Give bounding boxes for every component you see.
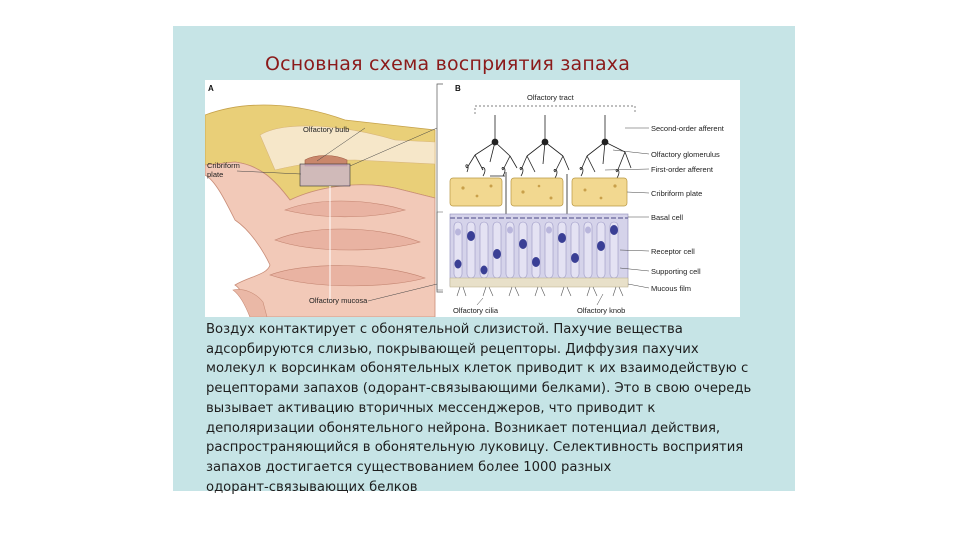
- label-olfactory-knob: Olfactory knob: [577, 306, 625, 315]
- description-line: вызывает активацию вторичных мессенджеро…: [206, 399, 786, 419]
- tract-bracket: [475, 106, 635, 114]
- cribriform-plate-blocks: [450, 172, 627, 214]
- label-cribriform-1: Cribriform: [207, 161, 240, 170]
- mucosa-highlight-box: [300, 164, 350, 186]
- description-line: адсорбируются слизью, покрывающей рецепт…: [206, 340, 786, 360]
- description-line: одорант-связывающих белков: [206, 478, 786, 498]
- panel-a: A Olfactory bulb Cribriform plate Ol: [205, 84, 437, 317]
- label-olfactory-cilia: Olfactory cilia: [453, 306, 499, 315]
- label-first-order-afferent: First-order afferent: [651, 165, 714, 174]
- label-mucous-film: Mucous film: [651, 284, 691, 293]
- olfaction-diagram: A Olfactory bulb Cribriform plate Ol: [205, 80, 740, 317]
- label-basal-cell: Basal cell: [651, 213, 683, 222]
- olfaction-diagram-svg: A Olfactory bulb Cribriform plate Ol: [205, 80, 740, 317]
- mitral-cell-2: [520, 115, 569, 178]
- description-line: распространяющийся в обонятельную лукови…: [206, 438, 786, 458]
- panel-b-bracket: [437, 84, 443, 292]
- panel-b: B Olfactory tract: [437, 84, 725, 315]
- olfactory-epithelium: [450, 214, 628, 296]
- description-line: деполяризации обонятельного нейрона. Воз…: [206, 419, 786, 439]
- label-cribriform-plate: Cribriform plate: [651, 189, 702, 198]
- label-olfactory-mucosa: Olfactory mucosa: [309, 296, 368, 305]
- mitral-cell-3: [580, 115, 631, 178]
- slide-title: Основная схема восприятия запаха: [265, 53, 735, 75]
- description-line: молекул к ворсинкам обонятельных клеток …: [206, 359, 786, 379]
- description-text: Воздух контактирует с обонятельной слизи…: [206, 320, 786, 497]
- epithelium-bracket: [437, 212, 443, 290]
- label-olfactory-bulb: Olfactory bulb: [303, 125, 349, 134]
- mitral-cell-1: [466, 115, 517, 176]
- label-olfactory-glomerulus: Olfactory glomerulus: [651, 150, 720, 159]
- label-cribriform-2: plate: [207, 170, 223, 179]
- mitral-cells: [466, 115, 631, 178]
- label-second-order-afferent: Second-order afferent: [651, 124, 725, 133]
- panel-a-letter: A: [208, 84, 214, 93]
- label-olfactory-tract: Olfactory tract: [527, 93, 575, 102]
- panel-b-letter: B: [455, 84, 461, 93]
- label-receptor-cell: Receptor cell: [651, 247, 695, 256]
- description-line: Воздух контактирует с обонятельной слизи…: [206, 320, 786, 340]
- label-supporting-cell: Supporting cell: [651, 267, 701, 276]
- description-line: рецепторами запахов (одорант-связывающим…: [206, 379, 786, 399]
- description-line: запахов достигается существованием более…: [206, 458, 786, 478]
